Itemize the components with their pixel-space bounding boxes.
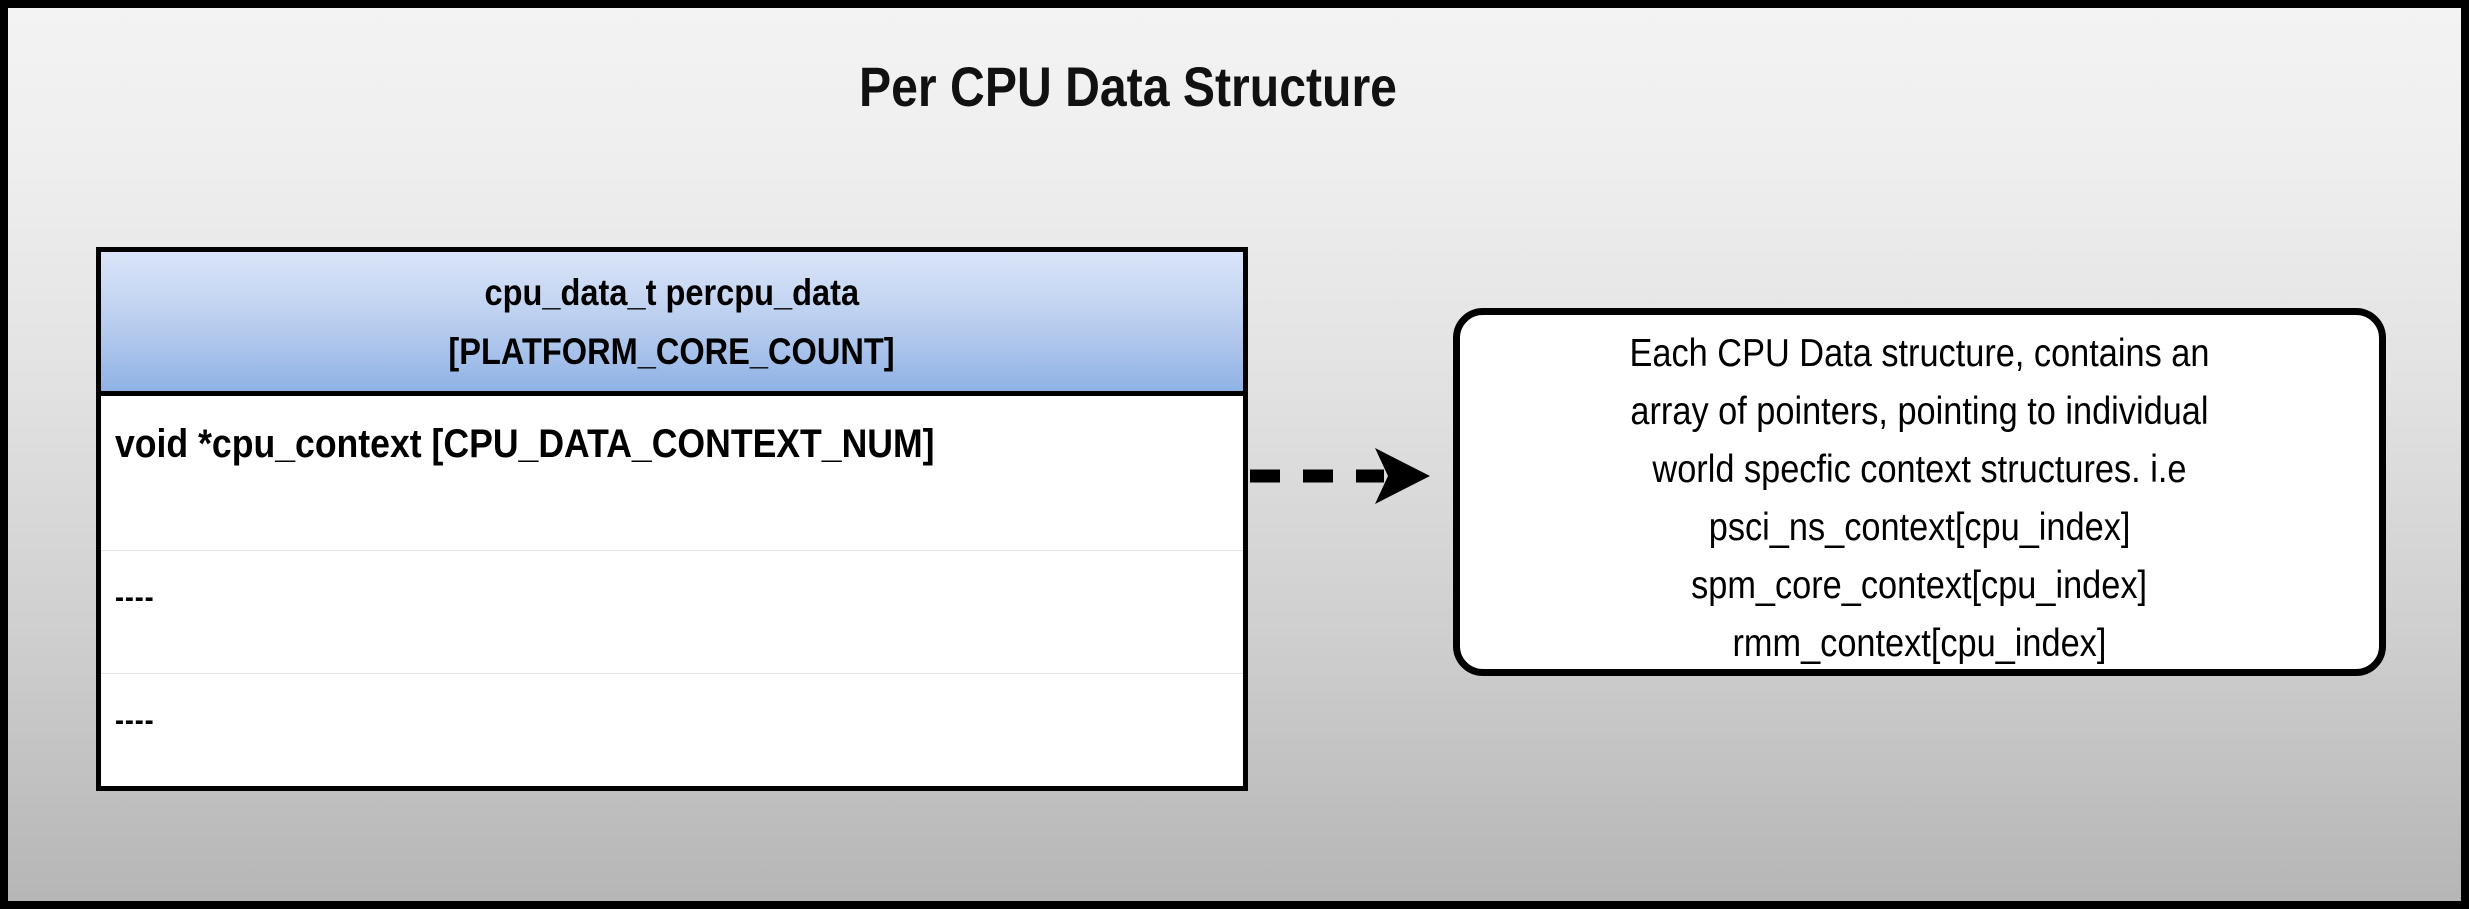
page-title: Per CPU Data Structure [859, 55, 1397, 118]
diagram-page-background: Per CPU Data Structure cpu_data_t percpu… [8, 8, 2461, 901]
struct-field-placeholder-2: ---- [115, 704, 155, 737]
connector-arrowhead-icon [1375, 448, 1430, 504]
struct-field-cpu-context: void *cpu_context [CPU_DATA_CONTEXT_NUM] [115, 422, 935, 466]
callout-line: world specfic context structures. i.e [1652, 448, 2187, 491]
table-row: ---- [101, 673, 1243, 786]
struct-header-size-line: [PLATFORM_CORE_COUNT] [448, 330, 896, 372]
callout-line: array of pointers, pointing to individua… [1630, 390, 2209, 433]
dashed-arrow-connector [1250, 448, 1430, 504]
struct-field-placeholder-1: ---- [115, 581, 155, 614]
struct-header-type-line: cpu_data_t percpu_data [484, 271, 860, 313]
callout-line: Each CPU Data structure, contains an [1629, 332, 2210, 375]
table-row: void *cpu_context [CPU_DATA_CONTEXT_NUM] [101, 396, 1243, 550]
callout-line: spm_core_context[cpu_index] [1691, 564, 2148, 607]
callout-line: psci_ns_context[cpu_index] [1708, 506, 2131, 549]
percpu-struct-table: cpu_data_t percpu_data [PLATFORM_CORE_CO… [96, 247, 1248, 791]
struct-table-header: cpu_data_t percpu_data [PLATFORM_CORE_CO… [101, 252, 1243, 396]
callout-line: rmm_context[cpu_index] [1732, 622, 2107, 665]
table-row: ---- [101, 550, 1243, 673]
callout-note: Each CPU Data structure, contains an arr… [1453, 308, 2386, 676]
